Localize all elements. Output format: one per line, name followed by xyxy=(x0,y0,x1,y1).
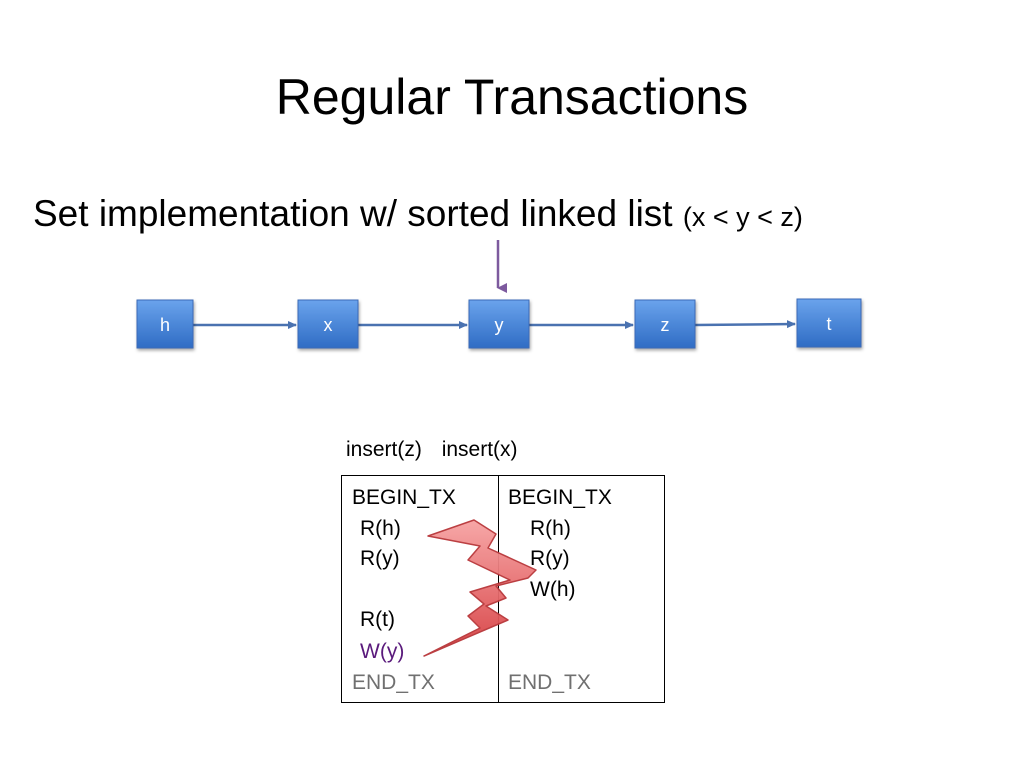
tx-left-write-op: W(y) xyxy=(360,640,405,663)
transaction-headers: insert(z) insert(x) xyxy=(346,437,532,463)
tx-left-op: R(y) xyxy=(360,547,400,570)
slide-subtitle: Set implementation w/ sorted linked list… xyxy=(33,190,803,241)
tx-header-right: insert(x) xyxy=(441,438,518,461)
list-node-label: t xyxy=(826,314,831,334)
list-node-box xyxy=(796,298,862,348)
list-node-x: x xyxy=(297,299,359,349)
tx-right-op: W(h) xyxy=(530,578,576,601)
list-node-label: y xyxy=(495,315,504,335)
list-node-box xyxy=(468,299,530,349)
list-node-t: t xyxy=(796,298,862,348)
list-node-y: y xyxy=(468,299,530,349)
tx-right-op: R(y) xyxy=(530,547,570,570)
list-node-box xyxy=(136,299,194,349)
subtitle-text: Set implementation w/ sorted linked list xyxy=(33,193,673,234)
list-edges xyxy=(193,320,796,329)
tx-left-op: R(h) xyxy=(360,517,401,540)
tx-right-begin: BEGIN_TX xyxy=(508,486,612,509)
list-node-label: x xyxy=(324,315,333,335)
tx-right-op: R(h) xyxy=(530,517,571,540)
list-edge-arrow xyxy=(694,320,796,329)
list-node-label: z xyxy=(661,315,670,335)
transaction-table: BEGIN_TX R(h) R(y) R(t) W(y) END_TX BEGI… xyxy=(341,475,665,703)
tx-left-begin: BEGIN_TX xyxy=(352,486,456,509)
list-node-box xyxy=(634,299,696,349)
tx-header-left: insert(z) xyxy=(346,438,422,461)
tx-column-divider xyxy=(498,476,499,702)
tx-left-op: R(t) xyxy=(360,608,395,631)
tx-right-end: END_TX xyxy=(508,671,591,694)
list-node-z: z xyxy=(634,299,696,349)
list-node-label: h xyxy=(160,315,170,335)
tx-left-end: END_TX xyxy=(352,671,435,694)
subtitle-note: (x < y < z) xyxy=(682,202,803,232)
slide-title: Regular Transactions xyxy=(275,69,749,125)
list-node-h: h xyxy=(136,299,194,349)
list-node-box xyxy=(297,299,359,349)
